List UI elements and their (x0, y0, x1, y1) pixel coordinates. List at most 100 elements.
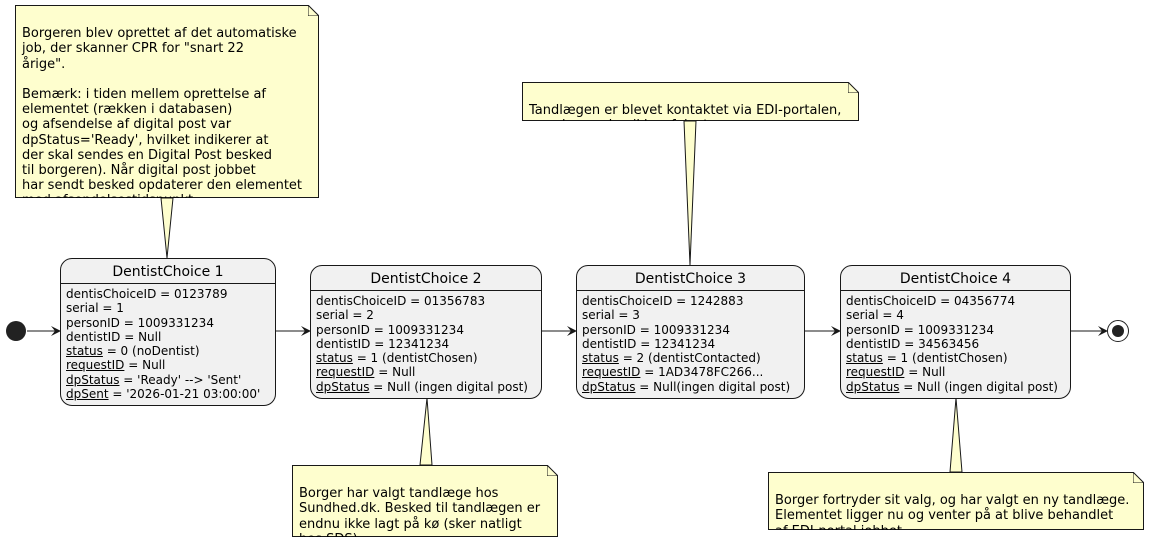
state-field-value: = 1 (dentistChosen) (882, 351, 1008, 366)
note-text: Borgeren blev oprettet af det automatisk… (22, 26, 303, 209)
state-field: status = 1 (dentistChosen) (846, 351, 1065, 365)
state-field-value: = Null (124, 358, 166, 373)
note-connector-3 (683, 120, 697, 266)
note-dentist-changed: Borger fortryder sit valg, og har valgt … (768, 472, 1144, 530)
state-field-name: requestID (66, 358, 125, 373)
state-dentistchoice-1: DentistChoice 1 dentisChoiceID = 0123789… (60, 258, 276, 406)
state-dentistchoice-3: DentistChoice 3 dentisChoiceID = 1242883… (576, 265, 805, 399)
state-field-name: dentistID (316, 336, 371, 351)
state-field-name: status (66, 344, 103, 359)
state-field-value: = 1 (98, 301, 124, 316)
state-field-name: dentisChoiceID (846, 294, 937, 308)
state-field-value: = 1 (dentistChosen) (352, 351, 478, 366)
state-field: dpStatus = Null (ingen digital post) (846, 380, 1065, 394)
state-field: serial = 3 (582, 308, 799, 322)
state-field-value: = 34563456 (900, 336, 980, 351)
note-fold-icon (308, 5, 319, 16)
final-state (1107, 320, 1129, 342)
state-field: dpStatus = Null (ingen digital post) (316, 380, 536, 394)
state-field-value: = 12341234 (636, 336, 716, 351)
state-field: requestID = Null (66, 358, 270, 372)
state-field: dentisChoiceID = 01356783 (316, 294, 536, 308)
state-title: DentistChoice 4 (841, 266, 1070, 291)
state-field-value: = 0123789 (156, 287, 228, 301)
state-field: personID = 1009331234 (846, 323, 1065, 337)
state-field-name: serial (846, 308, 879, 323)
state-field-name: requestID (582, 365, 641, 380)
initial-state (6, 321, 26, 341)
state-title: DentistChoice 1 (61, 259, 275, 284)
state-field: dentistID = 34563456 (846, 337, 1065, 351)
state-field-name: dentisChoiceID (582, 294, 673, 308)
state-field: personID = 1009331234 (316, 323, 536, 337)
state-field-name: dpSent (66, 387, 109, 402)
state-field-value: = 12341234 (370, 336, 450, 351)
state-field-name: status (846, 351, 883, 366)
state-field: status = 0 (noDentist) (66, 344, 270, 358)
state-field: requestID = Null (316, 365, 536, 379)
state-field-value: = 1009331234 (899, 322, 994, 337)
note-fold-icon (1133, 472, 1144, 483)
state-field-name: dentistID (66, 329, 121, 344)
note-fold-icon (547, 465, 558, 476)
state-field-value: = 01356783 (406, 294, 486, 308)
note-fold-icon (848, 82, 859, 93)
note-connector-1 (160, 197, 174, 259)
state-field: personID = 1009331234 (582, 323, 799, 337)
note-dentist-contacted: Tandlægen er blevet kontaktet via EDI-po… (522, 82, 859, 121)
state-field: dentistID = 12341234 (316, 337, 536, 351)
note-connector-4 (949, 397, 963, 473)
state-field-value: = 1242883 (672, 294, 744, 308)
state-field-name: personID (316, 322, 370, 337)
state-field-value: = 1009331234 (635, 322, 730, 337)
state-field: status = 1 (dentistChosen) (316, 351, 536, 365)
state-field-name: personID (66, 315, 120, 330)
state-field-value: = '2026-01-21 03:00:00' (108, 387, 261, 402)
state-field: personID = 1009331234 (66, 316, 270, 330)
state-field: status = 2 (dentistContacted) (582, 351, 799, 365)
state-field-value: = Null (120, 329, 162, 344)
state-field-value: = 1009331234 (119, 315, 214, 330)
note-text: Borger har valgt tandlæge hos Sundhed.dk… (299, 486, 541, 547)
state-field-name: requestID (846, 365, 905, 380)
state-field: requestID = Null (846, 365, 1065, 379)
state-title: DentistChoice 3 (577, 266, 804, 291)
state-field-name: dpStatus (316, 379, 370, 394)
state-field: dpStatus = 'Ready' --> 'Sent' (66, 373, 270, 387)
state-field: dpStatus = Null(ingen digital post) (582, 380, 799, 394)
state-dentistchoice-2: DentistChoice 2 dentisChoiceID = 0135678… (310, 265, 542, 399)
state-field-name: dpStatus (846, 379, 900, 394)
note-connector-2 (419, 397, 433, 466)
state-field: dpSent = '2026-01-21 03:00:00' (66, 387, 270, 401)
state-field-name: personID (582, 322, 636, 337)
state-field-value: = 0 (noDentist) (102, 344, 200, 359)
state-field: dentisChoiceID = 04356774 (846, 294, 1065, 308)
state-field-name: dentisChoiceID (316, 294, 407, 308)
state-field-value: = Null (374, 365, 416, 380)
state-field-value: = 1009331234 (369, 322, 464, 337)
note-dentist-chosen: Borger har valgt tandlæge hos Sundhed.dk… (292, 465, 558, 537)
state-field-value: = Null (ingen digital post) (369, 379, 528, 394)
state-field: dentisChoiceID = 1242883 (582, 294, 799, 308)
final-state-dot (1112, 325, 1124, 337)
state-field: dentisChoiceID = 0123789 (66, 287, 270, 301)
state-field: dentistID = 12341234 (582, 337, 799, 351)
state-field-name: dpStatus (582, 379, 636, 394)
state-field-value: = Null(ingen digital post) (635, 379, 791, 394)
state-field-name: personID (846, 322, 900, 337)
state-dentistchoice-4: DentistChoice 4 dentisChoiceID = 0435677… (840, 265, 1071, 399)
state-field: dentistID = Null (66, 330, 270, 344)
state-field-name: dentisChoiceID (66, 287, 157, 301)
state-field: serial = 4 (846, 308, 1065, 322)
state-field-value: = 4 (878, 308, 904, 323)
state-field-value: = Null (ingen digital post) (899, 379, 1058, 394)
state-field-value: = 2 (dentistContacted) (618, 351, 761, 366)
state-field-name: status (316, 351, 353, 366)
state-field-name: status (582, 351, 619, 366)
state-title: DentistChoice 2 (311, 266, 541, 291)
